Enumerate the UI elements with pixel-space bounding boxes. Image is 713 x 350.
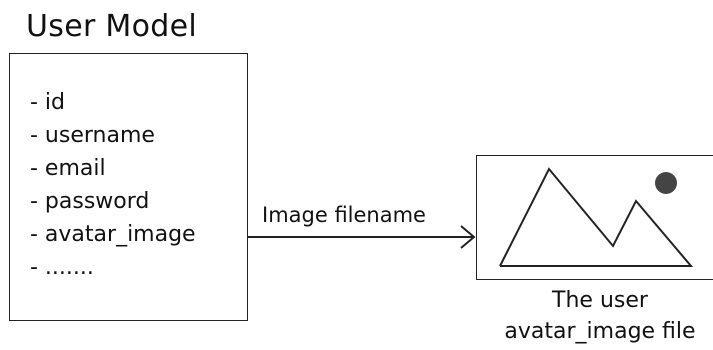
avatar-image-box [476,155,713,280]
caption-line-2: avatar_image file [504,319,696,344]
sun-icon [655,172,677,194]
diagram-title: User Model [26,9,197,44]
field-id: - id [30,90,66,115]
arrow-right-icon [248,225,476,249]
arrow-label: Image filename [262,203,426,227]
field-ellipsis: - ....... [30,255,94,280]
field-username: - username [30,123,155,148]
user-model-box: - id - username - email - password - ava… [9,53,248,321]
avatar-caption: The user avatar_image file [480,285,713,347]
model-field-list: - id - username - email - password - ava… [30,86,196,284]
field-email: - email [30,156,106,181]
image-icon [499,167,694,267]
field-password: - password [30,189,150,214]
caption-line-1: The user [552,288,648,313]
field-avatar-image: - avatar_image [30,222,196,247]
